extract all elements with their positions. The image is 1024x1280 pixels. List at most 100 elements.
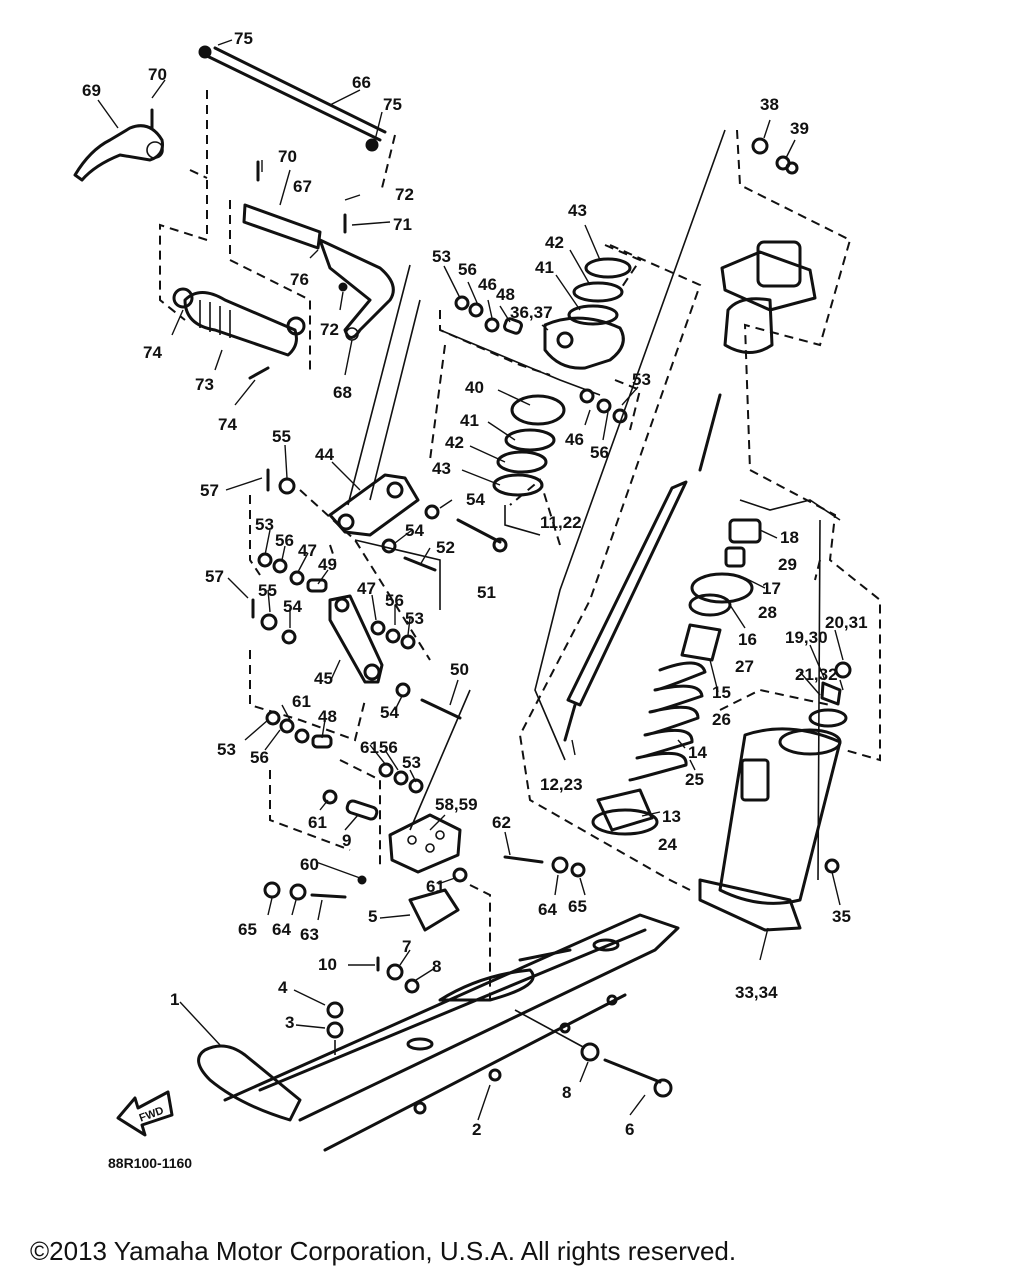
callout-56: 56 [458, 260, 477, 279]
callout-61: 61 [308, 813, 327, 832]
callout-46: 46 [565, 430, 584, 449]
callout-38: 38 [760, 95, 779, 114]
callout-56: 56 [275, 531, 294, 550]
callout-75: 75 [234, 29, 253, 48]
callout-53: 53 [632, 370, 651, 389]
callout-54: 54 [283, 597, 302, 616]
ski-group [197, 913, 680, 1152]
callout-54: 54 [405, 521, 424, 540]
callout-55: 55 [258, 581, 277, 600]
callout-9: 9 [342, 831, 351, 850]
callout-53: 53 [432, 247, 451, 266]
callout-53: 53 [255, 515, 274, 534]
leader-lines [97, 39, 844, 1121]
callout-68: 68 [333, 383, 352, 402]
callout-58-59: 58,59 [435, 795, 478, 814]
callout-61: 61 [426, 877, 445, 896]
callout-56: 56 [385, 591, 404, 610]
callout-47: 47 [357, 579, 376, 598]
callout-63: 63 [300, 925, 319, 944]
callout-29: 29 [778, 555, 797, 574]
callout-72: 72 [395, 185, 414, 204]
callout-27: 27 [735, 657, 754, 676]
diagram-code: 88R100-1160 [108, 1155, 192, 1171]
callout-8: 8 [432, 957, 441, 976]
bracket-bushing-group [429, 244, 642, 546]
callout-54: 54 [380, 703, 399, 722]
callout-60: 60 [300, 855, 319, 874]
callout-74: 74 [143, 343, 162, 362]
callout-16: 16 [738, 630, 757, 649]
callout-36-37: 36,37 [510, 303, 553, 322]
callout-52: 52 [436, 538, 455, 557]
callout-42: 42 [545, 233, 564, 252]
callout-56: 56 [590, 443, 609, 462]
callout-51: 51 [477, 583, 496, 602]
callout-1: 1 [170, 990, 179, 1009]
callout-41: 41 [460, 411, 479, 430]
callout-19-30: 19,30 [785, 628, 828, 647]
callout-7: 7 [402, 937, 411, 956]
callout-3: 3 [285, 1013, 294, 1032]
callout-47: 47 [298, 541, 317, 560]
callout-67: 67 [293, 177, 312, 196]
callout-5: 5 [368, 907, 377, 926]
callout-70: 70 [148, 65, 167, 84]
callout-49: 49 [318, 555, 337, 574]
callout-42: 42 [445, 433, 464, 452]
callout-66: 66 [352, 73, 371, 92]
callout-57: 57 [205, 567, 224, 586]
callout-70: 70 [278, 147, 297, 166]
callout-26: 26 [712, 710, 731, 729]
callout-62: 62 [492, 813, 511, 832]
callout-4: 4 [278, 978, 288, 997]
copyright-notice: ©2013 Yamaha Motor Corporation, U.S.A. A… [30, 1236, 737, 1266]
callout-72: 72 [320, 320, 339, 339]
callout-45: 45 [314, 669, 333, 688]
callout-57: 57 [200, 481, 219, 500]
callout-76: 76 [290, 270, 309, 289]
callout-56: 56 [250, 748, 269, 767]
callout-50: 50 [450, 660, 469, 679]
callout-53: 53 [402, 753, 421, 772]
callout-53: 53 [217, 740, 236, 759]
callout-33-34: 33,34 [735, 983, 778, 1002]
callout-41: 41 [535, 258, 554, 277]
callout-48: 48 [496, 285, 515, 304]
callout-69: 69 [82, 81, 101, 100]
callout-13: 13 [662, 807, 681, 826]
callout-64: 64 [272, 920, 291, 939]
callout-48: 48 [318, 707, 337, 726]
callout-labels: 75 70 69 66 75 70 67 72 71 76 72 74 73 7… [82, 29, 868, 1139]
callout-2: 2 [472, 1120, 481, 1139]
callout-43: 43 [432, 459, 451, 478]
callout-8: 8 [562, 1083, 571, 1102]
callout-14: 14 [688, 743, 707, 762]
callout-74: 74 [218, 415, 237, 434]
exploded-parts-diagram: FWD 75 70 69 66 75 70 67 72 71 76 72 74 … [73, 29, 881, 1171]
callout-24: 24 [658, 835, 677, 854]
swing-arm-group [249, 264, 508, 742]
callout-28: 28 [758, 603, 777, 622]
callout-65: 65 [568, 897, 587, 916]
callout-43: 43 [568, 201, 587, 220]
callout-71: 71 [393, 215, 412, 234]
forward-arrow-icon: FWD [116, 1090, 174, 1137]
callout-20-31: 20,31 [825, 613, 868, 632]
callout-35: 35 [832, 907, 851, 926]
callout-10: 10 [318, 955, 337, 974]
callout-40: 40 [465, 378, 484, 397]
callout-61: 61 [292, 692, 311, 711]
steering-linkage-group [73, 45, 396, 380]
callout-17: 17 [762, 579, 781, 598]
callout-53: 53 [405, 609, 424, 628]
callout-21-32: 21,32 [795, 665, 838, 684]
callout-64: 64 [538, 900, 557, 919]
callout-15: 15 [712, 683, 731, 702]
callout-11-22: 11,22 [540, 513, 582, 532]
callout-54: 54 [466, 490, 485, 509]
callout-18: 18 [780, 528, 799, 547]
callout-73: 73 [195, 375, 214, 394]
callout-75: 75 [383, 95, 402, 114]
callout-55: 55 [272, 427, 291, 446]
